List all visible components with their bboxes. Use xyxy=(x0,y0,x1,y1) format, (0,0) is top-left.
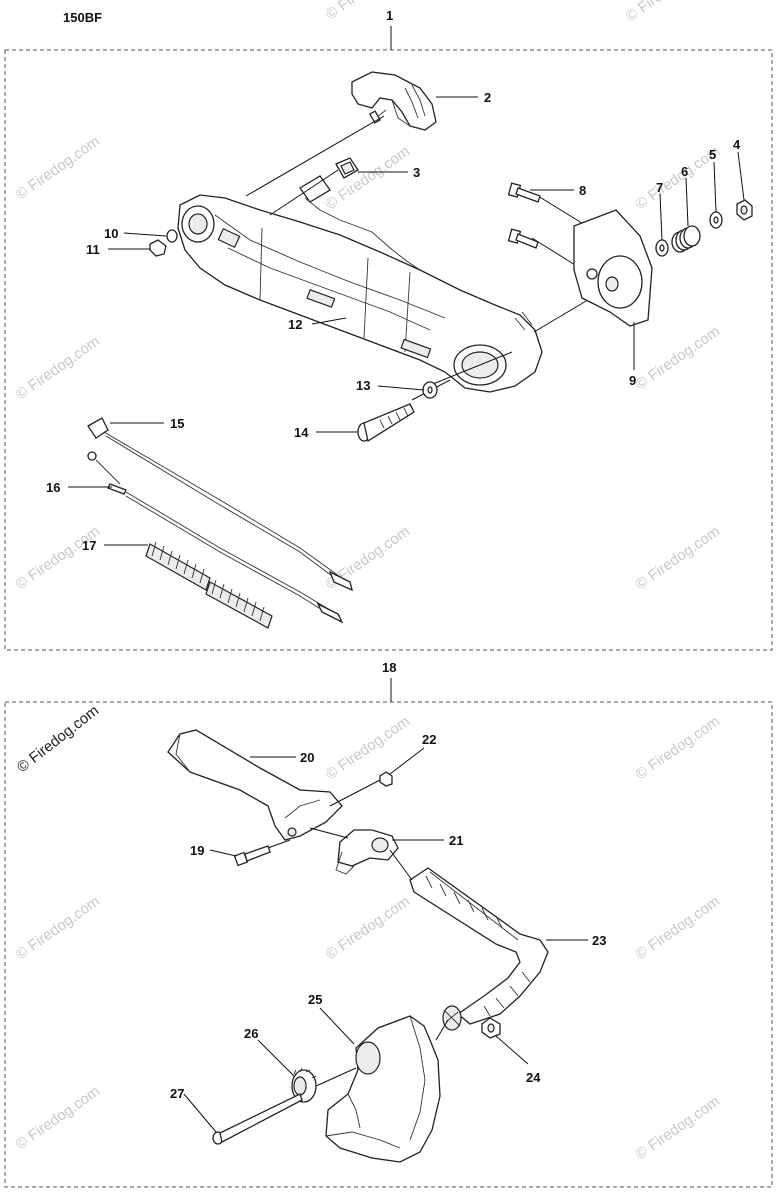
group-number: 18 xyxy=(382,660,396,675)
callout-label: 22 xyxy=(422,732,436,747)
watermark: © Firedog.com xyxy=(323,893,414,963)
part-7-washer xyxy=(655,239,669,257)
part-16-wire xyxy=(87,451,344,624)
callout-label: 8 xyxy=(579,183,586,198)
callout-label: 3 xyxy=(413,165,420,180)
callout-label: 15 xyxy=(170,416,184,431)
corner-watermark: © Firedog.com xyxy=(14,702,102,776)
callout-label: 11 xyxy=(86,242,100,257)
watermark: © Firedog.com xyxy=(13,333,104,403)
callout-label: 9 xyxy=(629,373,636,388)
part-4-nut xyxy=(736,199,753,221)
watermark: © Firedog.com xyxy=(623,0,714,25)
callout-label: 14 xyxy=(294,425,309,440)
group-18-frame xyxy=(4,701,773,1188)
part-22-nut xyxy=(379,771,393,787)
callout-label: 26 xyxy=(244,1026,258,1041)
assembly-lines-group-18 xyxy=(267,779,449,1087)
part-10-washer xyxy=(166,229,178,243)
leader-line xyxy=(495,1035,529,1065)
leader-line xyxy=(123,232,167,237)
leader-line xyxy=(377,385,425,391)
leader-line xyxy=(257,1039,295,1077)
callout-label: 12 xyxy=(288,317,302,332)
leader-line xyxy=(319,1007,355,1045)
part-27-bolt xyxy=(212,1093,303,1145)
callout-label: 5 xyxy=(709,147,716,162)
part-11-nut xyxy=(149,239,167,257)
callout-label: 24 xyxy=(526,1070,541,1085)
watermark: © Firedog.com xyxy=(13,893,104,963)
group-number: 1 xyxy=(386,8,393,23)
watermark: © Firedog.com xyxy=(633,893,724,963)
part-5-washer xyxy=(709,211,723,229)
watermark: © Firedog.com xyxy=(633,323,724,393)
part-3-clip xyxy=(335,157,359,179)
callout-label: 20 xyxy=(300,750,314,765)
leader-line xyxy=(209,849,237,857)
callouts: 2 3 4 5 6 7 8 9 10 11 12 13 14 xyxy=(46,90,745,1133)
callout-label: 10 xyxy=(104,226,118,241)
part-8-screws xyxy=(507,182,541,249)
leader-line xyxy=(659,193,663,241)
leader-line xyxy=(311,317,347,325)
callout-label: 21 xyxy=(449,833,463,848)
part-25-clamp-body xyxy=(325,1015,441,1163)
part-23-loop-handle xyxy=(409,867,549,1025)
watermark: © Firedog.com xyxy=(323,0,414,23)
part-2-bracket xyxy=(351,71,437,131)
leader-line xyxy=(389,747,425,775)
part-13-washer xyxy=(422,381,438,399)
callout-label: 23 xyxy=(592,933,606,948)
leader-line xyxy=(737,151,745,201)
callout-label: 25 xyxy=(308,992,322,1007)
callout-label: 7 xyxy=(656,180,663,195)
gear-end xyxy=(442,1005,462,1031)
callout-label: 2 xyxy=(484,90,491,105)
part-17-springs xyxy=(145,541,273,629)
callout-label: 4 xyxy=(733,137,741,152)
part-15-cable xyxy=(87,417,353,592)
leader-line xyxy=(685,177,689,227)
part-20-grip xyxy=(167,729,343,841)
watermark: © Firedog.com xyxy=(633,713,724,783)
watermark: © Firedog.com xyxy=(323,143,414,213)
switch-connector xyxy=(299,175,421,271)
part-19-screw xyxy=(233,845,271,867)
watermark-layer: © Firedog.com © Firedog.com © Firedog.co… xyxy=(13,0,724,1163)
part-9-mount-plate xyxy=(573,209,653,327)
part-21-clamp xyxy=(335,829,399,875)
watermark: © Firedog.com xyxy=(633,1093,724,1163)
leader-line xyxy=(183,1093,217,1133)
callout-label: 19 xyxy=(190,843,204,858)
leader-line xyxy=(713,161,717,213)
watermark: © Firedog.com xyxy=(13,1083,104,1153)
callout-label: 13 xyxy=(356,378,370,393)
callout-label: 17 xyxy=(82,538,96,553)
part-6-spring xyxy=(671,225,701,253)
callout-label: 16 xyxy=(46,480,60,495)
part-24-nut xyxy=(481,1017,501,1039)
watermark: © Firedog.com xyxy=(323,713,414,783)
watermark: © Firedog.com xyxy=(13,523,104,593)
part-14-bolt xyxy=(357,403,415,443)
callout-label: 27 xyxy=(170,1086,184,1101)
callout-label: 6 xyxy=(681,164,688,179)
model-code: 150BF xyxy=(63,10,102,25)
watermark: © Firedog.com xyxy=(633,523,724,593)
group-1-frame xyxy=(4,49,773,651)
watermark: © Firedog.com xyxy=(13,133,104,203)
